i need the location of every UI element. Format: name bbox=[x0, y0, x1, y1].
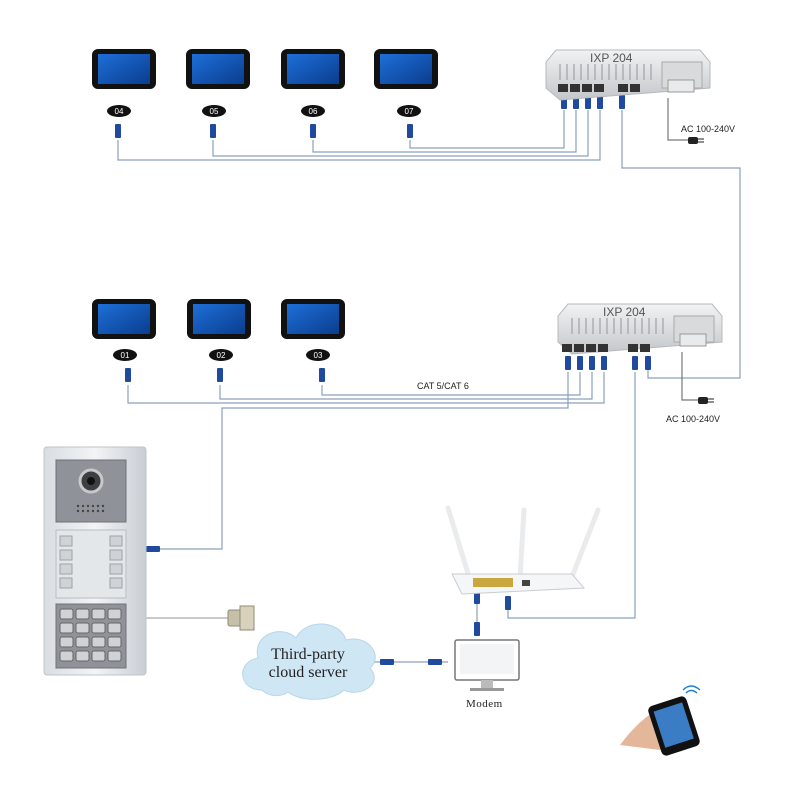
connector bbox=[619, 95, 625, 109]
connector bbox=[589, 356, 595, 370]
cable-05 bbox=[212, 110, 589, 157]
connector bbox=[210, 124, 216, 138]
connector bbox=[577, 356, 583, 370]
badge-04 bbox=[107, 105, 131, 117]
connector bbox=[115, 124, 121, 138]
connector bbox=[146, 546, 160, 552]
power-label-top: AC 100-240V bbox=[681, 124, 736, 134]
badge-label: 01 bbox=[121, 351, 130, 360]
switch-top-model: IXP 204 bbox=[590, 51, 633, 65]
monitor-04 bbox=[92, 49, 156, 89]
badge-label: 03 bbox=[314, 351, 323, 360]
cable-07 bbox=[409, 110, 565, 149]
switch-bottom bbox=[557, 303, 723, 355]
power-cord-top bbox=[667, 98, 690, 141]
connector bbox=[380, 659, 394, 665]
cloud-label-line1: Third-party bbox=[271, 646, 345, 663]
badge-07 bbox=[397, 105, 421, 117]
cloud-label: Third-party cloud server bbox=[258, 646, 358, 682]
connectors bbox=[115, 95, 651, 665]
monitor-06 bbox=[281, 49, 345, 89]
connector bbox=[428, 659, 442, 665]
connector bbox=[585, 95, 591, 109]
badge-06 bbox=[301, 105, 325, 117]
switch-bottom-model: IXP 204 bbox=[603, 305, 646, 319]
connector bbox=[645, 356, 651, 370]
modem-label: Modem bbox=[466, 698, 503, 710]
cable-door bbox=[160, 372, 569, 550]
badge-05 bbox=[202, 105, 226, 117]
power-label-bottom: AC 100-240V bbox=[666, 414, 721, 424]
badge-label: 07 bbox=[405, 107, 414, 116]
badge-02 bbox=[209, 349, 233, 361]
router bbox=[445, 505, 601, 595]
connector bbox=[601, 356, 607, 370]
cloud-icon bbox=[242, 623, 376, 700]
connector bbox=[217, 368, 223, 382]
plug-icon bbox=[698, 397, 714, 404]
monitor-05 bbox=[186, 49, 250, 89]
badge-03 bbox=[306, 349, 330, 361]
phone-icon bbox=[620, 685, 701, 756]
switch-top bbox=[545, 49, 711, 101]
monitor-03 bbox=[281, 299, 345, 339]
lock-icon bbox=[227, 605, 255, 631]
plug-icon bbox=[688, 137, 704, 144]
badge-label: 05 bbox=[210, 107, 219, 116]
connector bbox=[505, 596, 511, 610]
door-station bbox=[43, 446, 147, 676]
cable-03 bbox=[321, 372, 581, 396]
modem bbox=[454, 639, 520, 691]
cable-02 bbox=[219, 372, 593, 400]
connector bbox=[407, 124, 413, 138]
badge-label: 06 bbox=[309, 107, 318, 116]
connector bbox=[125, 368, 131, 382]
monitor-02 bbox=[187, 299, 251, 339]
monitors-top: 04 05 06 07 bbox=[92, 49, 438, 117]
connector bbox=[632, 356, 638, 370]
connector bbox=[474, 622, 480, 636]
monitors-bottom: 01 02 03 bbox=[92, 299, 345, 361]
cable-04 bbox=[117, 110, 601, 161]
connector bbox=[565, 356, 571, 370]
connector bbox=[310, 124, 316, 138]
power-cord-bottom bbox=[681, 352, 700, 401]
monitor-01 bbox=[92, 299, 156, 339]
cable-uplink bbox=[621, 110, 741, 379]
badge-01 bbox=[113, 349, 137, 361]
badge-label: 02 bbox=[217, 351, 226, 360]
cables bbox=[117, 98, 741, 663]
cloud-label-line2: cloud server bbox=[268, 664, 348, 681]
cable-type-label: CAT 5/CAT 6 bbox=[417, 381, 469, 391]
connector bbox=[597, 95, 603, 109]
cable-01 bbox=[127, 372, 605, 404]
connector bbox=[319, 368, 325, 382]
monitor-07 bbox=[374, 49, 438, 89]
badge-label: 04 bbox=[115, 107, 124, 116]
cable-06 bbox=[312, 110, 577, 153]
